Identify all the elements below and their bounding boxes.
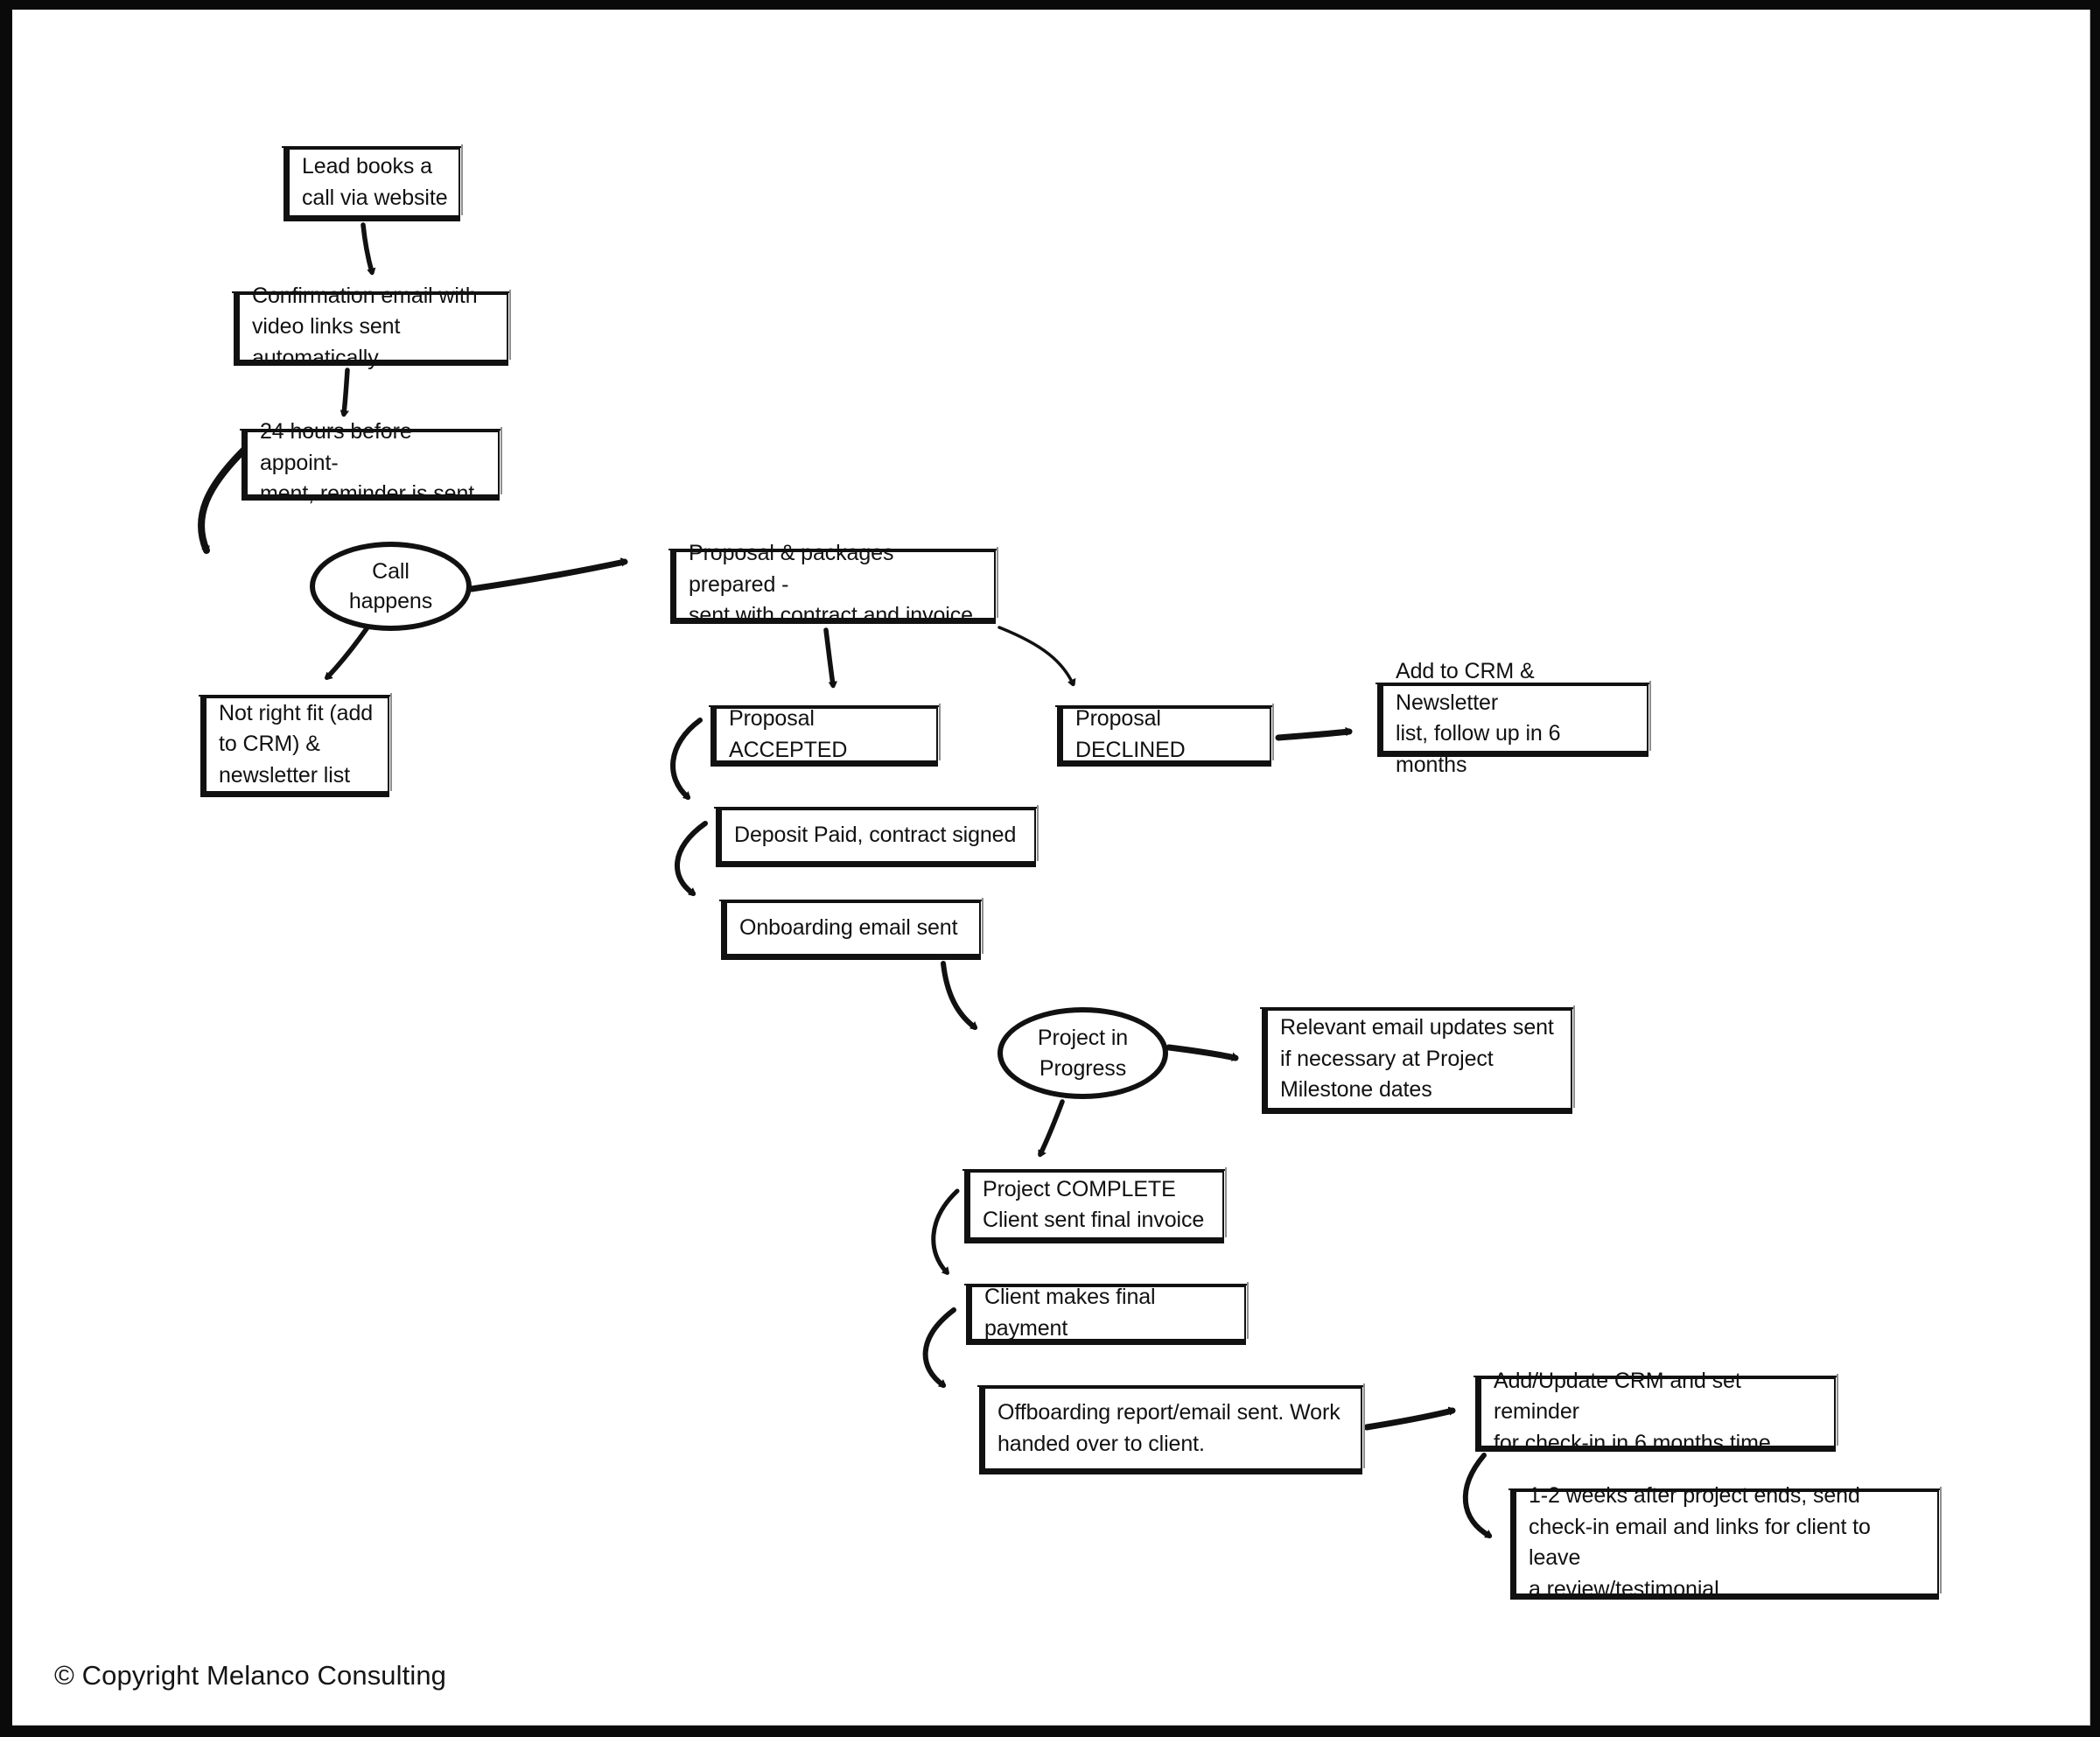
node-label: Deposit Paid, contract signed bbox=[734, 823, 1017, 848]
node-label: Lead books a call via website bbox=[302, 154, 448, 210]
node-label: 1-2 weeks after project ends, send check… bbox=[1529, 1483, 1871, 1601]
node-lead-books-call[interactable]: Lead books a call via website bbox=[282, 144, 463, 221]
node-onboarding-email-sent[interactable]: Onboarding email sent bbox=[719, 898, 984, 960]
node-relevant-email-updates[interactable]: Relevant email updates sent if necessary… bbox=[1260, 1005, 1575, 1114]
node-label: Offboarding report/email sent. Work hand… bbox=[998, 1400, 1340, 1456]
edge-payment-to-offboarding bbox=[922, 1307, 956, 1388]
edge-proposal-to-declined bbox=[998, 626, 1073, 683]
edge-accepted-to-deposit bbox=[670, 718, 703, 800]
node-proposal-prepared[interactable]: Proposal & packages prepared - sent with… bbox=[668, 541, 998, 627]
node-add-to-crm-newsletter[interactable]: Add to CRM & Newsletter list, follow up … bbox=[1376, 659, 1651, 777]
edge-deposit-to-onboarding bbox=[674, 821, 708, 896]
node-label: Not right fit (add to CRM) & newsletter … bbox=[219, 700, 374, 788]
edge-call-to-proposal bbox=[468, 562, 628, 592]
edge-proposal-to-accepted bbox=[826, 627, 833, 685]
edge-project-to-complete bbox=[1038, 1099, 1065, 1154]
node-project-complete[interactable]: Project COMPLETE Client sent final invoi… bbox=[962, 1167, 1227, 1243]
node-deposit-paid[interactable]: Deposit Paid, contract signed bbox=[714, 805, 1039, 867]
node-label: Add to CRM & Newsletter list, follow up … bbox=[1396, 659, 1561, 777]
node-project-in-progress[interactable]: Project in Progress bbox=[998, 1007, 1168, 1099]
edge-onboarding-to-project bbox=[941, 961, 975, 1030]
edge-reminder-to-call bbox=[201, 444, 250, 554]
copyright-footer: © Copyright Melanco Consulting bbox=[54, 1660, 447, 1691]
node-not-right-fit[interactable]: Not right fit (add to CRM) & newsletter … bbox=[199, 693, 392, 797]
node-label: Proposal & packages prepared - sent with… bbox=[689, 541, 973, 628]
node-label: 24 hours before appoint- ment, reminder … bbox=[260, 419, 475, 507]
node-confirmation-email[interactable]: Confirmation email with video links sent… bbox=[232, 284, 511, 370]
edge-complete-to-payment bbox=[931, 1188, 960, 1272]
edge-offboarding-to-updatecrm bbox=[1363, 1411, 1456, 1431]
node-proposal-declined[interactable]: Proposal DECLINED bbox=[1055, 704, 1274, 767]
edge-updatecrm-to-checkin bbox=[1462, 1453, 1489, 1538]
node-client-final-payment[interactable]: Client makes final payment bbox=[964, 1282, 1249, 1345]
node-label: Add/Update CRM and set reminder for chec… bbox=[1494, 1368, 1771, 1455]
node-call-happens[interactable]: Call happens bbox=[310, 542, 472, 631]
node-label: Project in Progress bbox=[1037, 1026, 1129, 1081]
node-label: Onboarding email sent bbox=[739, 915, 958, 941]
node-label: Relevant email updates sent if necessary… bbox=[1280, 1015, 1554, 1103]
node-label: Project COMPLETE Client sent final invoi… bbox=[983, 1176, 1205, 1233]
edge-lead-to-confirmation bbox=[363, 222, 372, 272]
node-checkin-review-request[interactable]: 1-2 weeks after project ends, send check… bbox=[1508, 1483, 1942, 1601]
node-offboarding-report[interactable]: Offboarding report/email sent. Work hand… bbox=[977, 1383, 1365, 1474]
node-proposal-accepted[interactable]: Proposal ACCEPTED bbox=[709, 704, 941, 767]
node-label: Proposal ACCEPTED bbox=[729, 706, 848, 762]
edge-confirmation-to-reminder bbox=[344, 368, 347, 414]
node-add-update-crm-reminder[interactable]: Add/Update CRM and set reminder for chec… bbox=[1474, 1369, 1838, 1455]
edge-project-to-updates bbox=[1166, 1044, 1239, 1058]
diagram-canvas: Lead books a call via website Confirmati… bbox=[12, 10, 2090, 1726]
node-label: Proposal DECLINED bbox=[1075, 706, 1186, 762]
node-label: Client makes final payment bbox=[984, 1285, 1156, 1341]
node-label: Confirmation email with video links sent… bbox=[252, 283, 478, 370]
edge-declined-to-crm bbox=[1275, 732, 1353, 738]
edge-call-to-notfit bbox=[327, 625, 370, 677]
node-label: Call happens bbox=[348, 558, 433, 614]
node-24h-reminder[interactable]: 24 hours before appoint- ment, reminder … bbox=[240, 419, 502, 506]
